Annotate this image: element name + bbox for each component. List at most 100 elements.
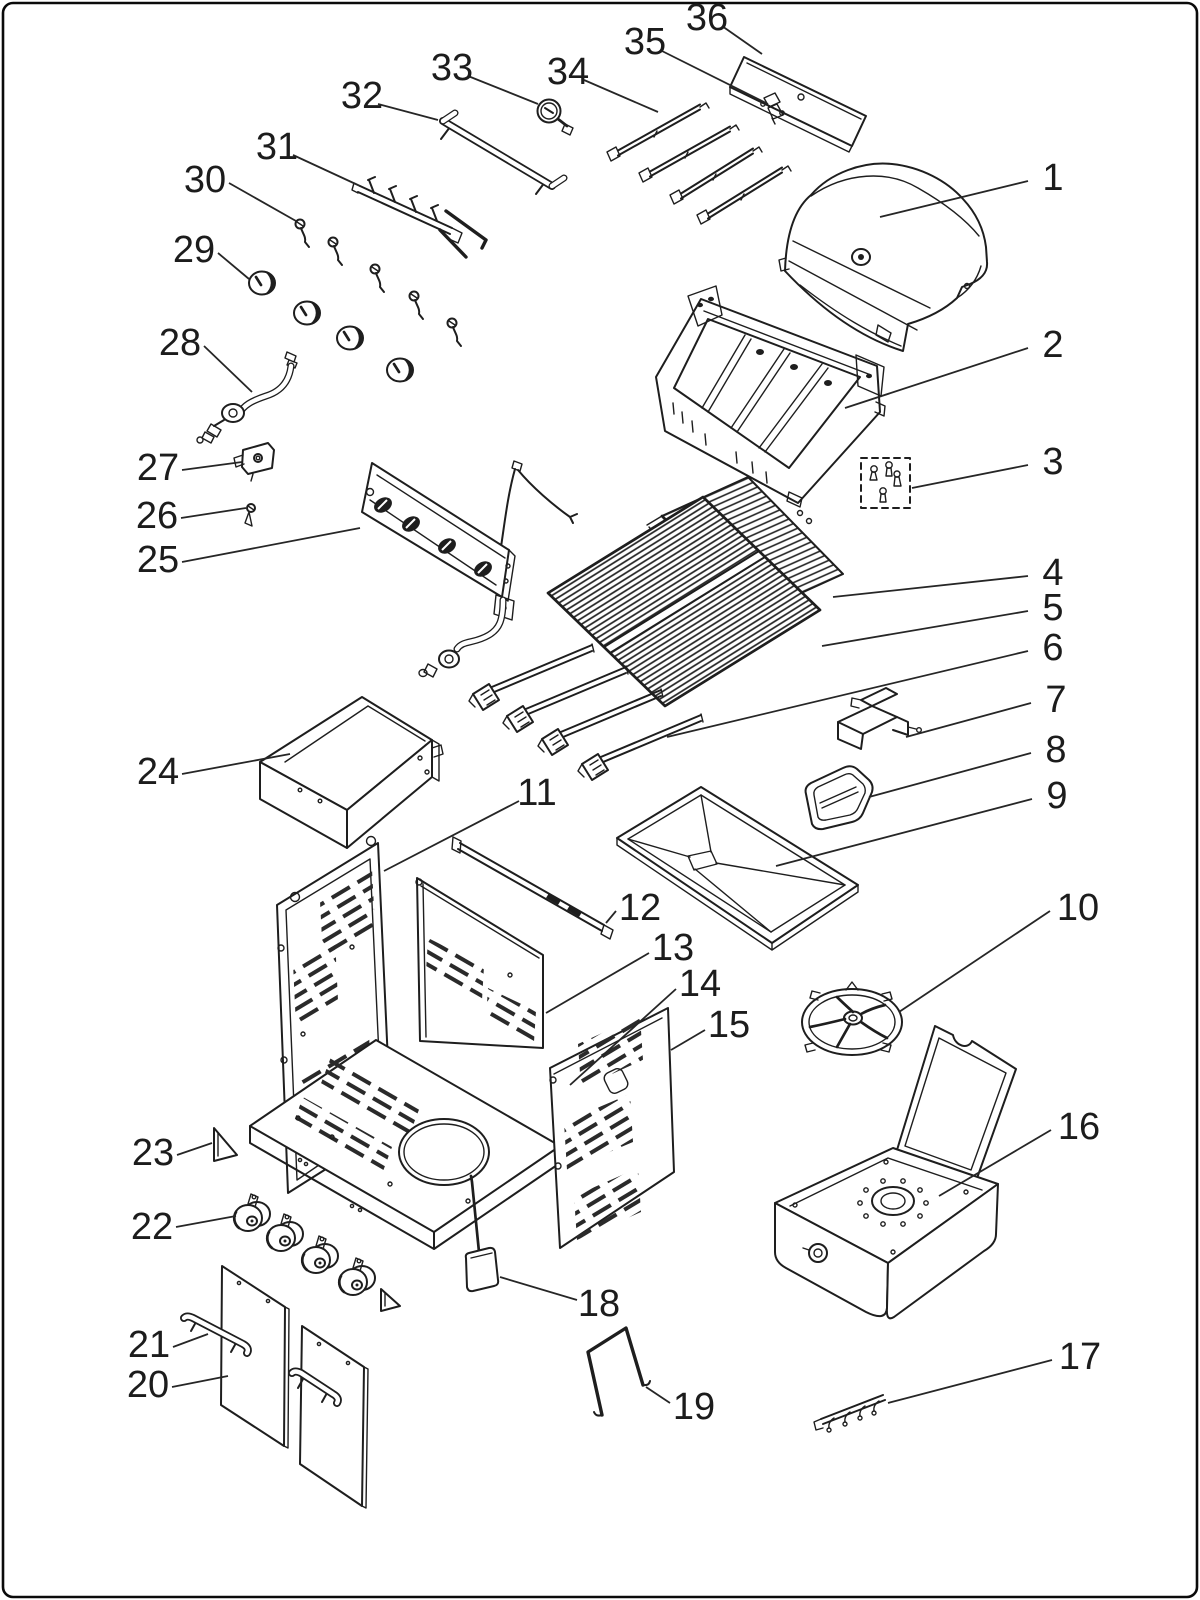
part-lid-assembly (778, 162, 989, 352)
callout-layer: 1234567891011121314151617181920212223242… (127, 0, 1101, 1428)
callout-label-bottom-shelf: 14 (679, 963, 721, 1005)
part-drip-tray (804, 765, 874, 831)
leader-line-side-burner-grate (898, 910, 1051, 1013)
callout-label-cart-shelf: 24 (137, 751, 179, 793)
callout-label-left-side-panel: 11 (517, 772, 556, 814)
callout-label-back-panel: 13 (652, 927, 694, 969)
part-control-knobs (248, 270, 414, 383)
callout-label-cross-rail: 12 (619, 887, 661, 929)
callout-label-hose-regulator: 28 (159, 322, 201, 364)
leader-line-casters (175, 1215, 237, 1228)
leader-line-burner-tubes (666, 650, 1029, 738)
part-cabinet-doors (220, 1265, 369, 1509)
leader-line-hose-regulator (203, 345, 253, 393)
part-hardware-kit (860, 457, 911, 509)
leader-line-side-burner-box (938, 1129, 1052, 1197)
leader-line-cabinet-doors (171, 1375, 229, 1388)
leader-line-lid-assembly (879, 180, 1029, 218)
callout-label-casters: 22 (131, 1206, 173, 1248)
leader-line-tank-retainer-wire (645, 1386, 671, 1404)
part-electrode-rail (813, 1394, 886, 1433)
callout-label-door-handle: 21 (128, 1324, 170, 1366)
callout-label-firebox: 2 (1042, 324, 1063, 366)
callout-label-corner-bracket: 23 (132, 1132, 174, 1174)
part-mounting-plate-pin (464, 1174, 500, 1293)
callout-label-cabinet-doors: 20 (127, 1364, 169, 1406)
callout-label-control-knobs: 29 (173, 229, 215, 271)
part-right-side-panel (549, 1007, 675, 1249)
callout-label-warming-rack: 4 (1042, 552, 1063, 594)
callout-label-control-panel: 25 (137, 539, 179, 581)
leader-line-manifold-rail (292, 154, 361, 187)
part-corner-bracket (213, 1127, 238, 1162)
callout-label-drip-tray: 8 (1045, 729, 1066, 771)
leader-line-control-panel (181, 527, 361, 563)
leader-line-cart-shelf (181, 753, 291, 775)
part-side-burner-grate (801, 981, 903, 1056)
part-bottom-shelf (249, 1039, 561, 1312)
leader-line-door-handle (172, 1333, 209, 1348)
part-back-panel (415, 877, 544, 1049)
callout-label-grease-pan: 9 (1046, 775, 1067, 817)
part-casters (232, 1193, 376, 1296)
leader-line-support-bracket (905, 702, 1032, 738)
callout-label-burner-support-rails: 34 (547, 51, 589, 93)
part-cart-shelf (259, 696, 444, 849)
leader-line-back-panel (545, 952, 650, 1014)
part-burner-support-rails (606, 102, 792, 225)
callout-label-side-burner-grate: 10 (1057, 887, 1099, 929)
callout-label-thermometer: 33 (431, 47, 473, 89)
part-rear-panel (729, 56, 867, 153)
leader-line-cross-rail (605, 910, 617, 924)
part-tank-retainer-wire (586, 1326, 651, 1417)
part-side-burner-box (774, 1025, 1017, 1320)
part-grease-pan (616, 786, 859, 951)
leader-line-igniter-module (181, 461, 243, 471)
leader-line-right-side-panel (670, 1029, 706, 1051)
leader-line-electrode-rail (887, 1359, 1053, 1404)
leader-line-lid-handle (377, 103, 439, 121)
callout-label-tank-retainer-wire: 19 (673, 1386, 715, 1428)
callout-label-ignition-clip: 35 (624, 21, 666, 63)
callout-label-lid-handle: 32 (341, 75, 383, 117)
callout-label-side-burner-box: 16 (1058, 1106, 1100, 1148)
callout-label-rear-panel: 36 (686, 0, 728, 39)
callout-label-hardware-kit: 3 (1042, 441, 1063, 483)
callout-label-screw: 26 (136, 495, 178, 537)
callout-label-electrodes: 30 (184, 159, 226, 201)
leader-line-cooking-grates (821, 610, 1029, 647)
leader-line-corner-bracket (176, 1142, 213, 1156)
callout-label-lid-assembly: 1 (1042, 157, 1063, 199)
callout-label-electrode-rail: 17 (1059, 1336, 1101, 1378)
leader-line-firebox (844, 347, 1029, 409)
part-burner-tubes (468, 643, 704, 781)
part-hose-regulator (196, 351, 298, 444)
leader-line-left-side-panel (383, 800, 520, 872)
part-control-panel (361, 460, 578, 678)
leader-line-burner-support-rails (583, 79, 659, 113)
part-screw (244, 503, 256, 527)
callout-label-mounting-plate-pin: 18 (578, 1283, 620, 1325)
leader-line-screw (180, 507, 247, 519)
leader-line-electrodes (228, 182, 297, 222)
leader-line-bottom-shelf (569, 988, 677, 1086)
leader-line-control-knobs (217, 252, 250, 280)
leader-line-warming-rack (832, 575, 1029, 598)
part-cooking-grates (546, 495, 822, 708)
part-lid-handle (439, 109, 568, 195)
leader-line-grease-pan (775, 798, 1033, 867)
leader-line-ignition-clip (659, 49, 769, 105)
leader-line-hardware-kit (911, 464, 1029, 489)
part-manifold-rail (351, 176, 488, 259)
callout-label-igniter-module: 27 (137, 447, 179, 489)
callout-label-support-bracket: 7 (1045, 679, 1066, 721)
callout-label-manifold-rail: 31 (256, 126, 298, 168)
part-cross-rail (451, 836, 614, 940)
part-firebox (655, 285, 886, 525)
leader-line-drip-tray (868, 752, 1032, 798)
callout-label-cooking-grates: 5 (1042, 587, 1063, 629)
leader-line-thermometer (467, 75, 539, 105)
part-electrodes (294, 218, 462, 347)
